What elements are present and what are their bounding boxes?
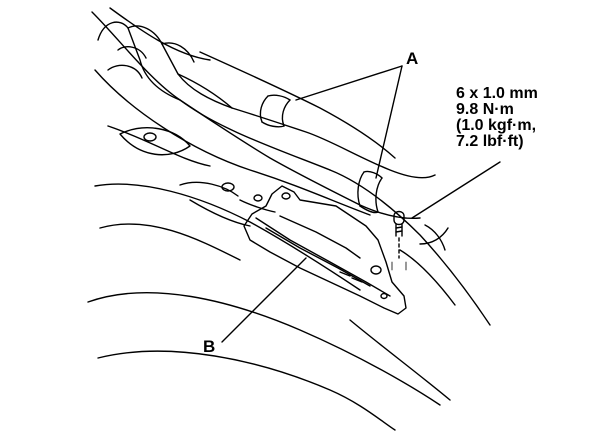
callout-label-b: B bbox=[203, 337, 216, 356]
spec-bolt-size: 6 x 1.0 mm bbox=[456, 85, 538, 102]
spec-torque-kgfm: (1.0 kgf·m, bbox=[456, 117, 537, 134]
hanger-a-right bbox=[357, 170, 383, 214]
frame-holes bbox=[143, 132, 263, 202]
bracket-b bbox=[243, 185, 407, 315]
spec-torque-nm: 9.8 N·m bbox=[456, 101, 514, 118]
mounting-bolt bbox=[391, 210, 407, 271]
hanger-a-left bbox=[259, 94, 291, 128]
spec-torque-lbfft: 7.2 lbf·ft) bbox=[456, 133, 524, 150]
vehicle-frame-outline bbox=[87, 7, 491, 431]
exhaust-pipe bbox=[97, 21, 436, 220]
torque-specification: 6 x 1.0 mm 9.8 N·m (1.0 kgf·m, 7.2 lbf·f… bbox=[456, 86, 538, 150]
callout-label-a: A bbox=[406, 49, 419, 68]
callout-leader-lines bbox=[221, 65, 501, 343]
